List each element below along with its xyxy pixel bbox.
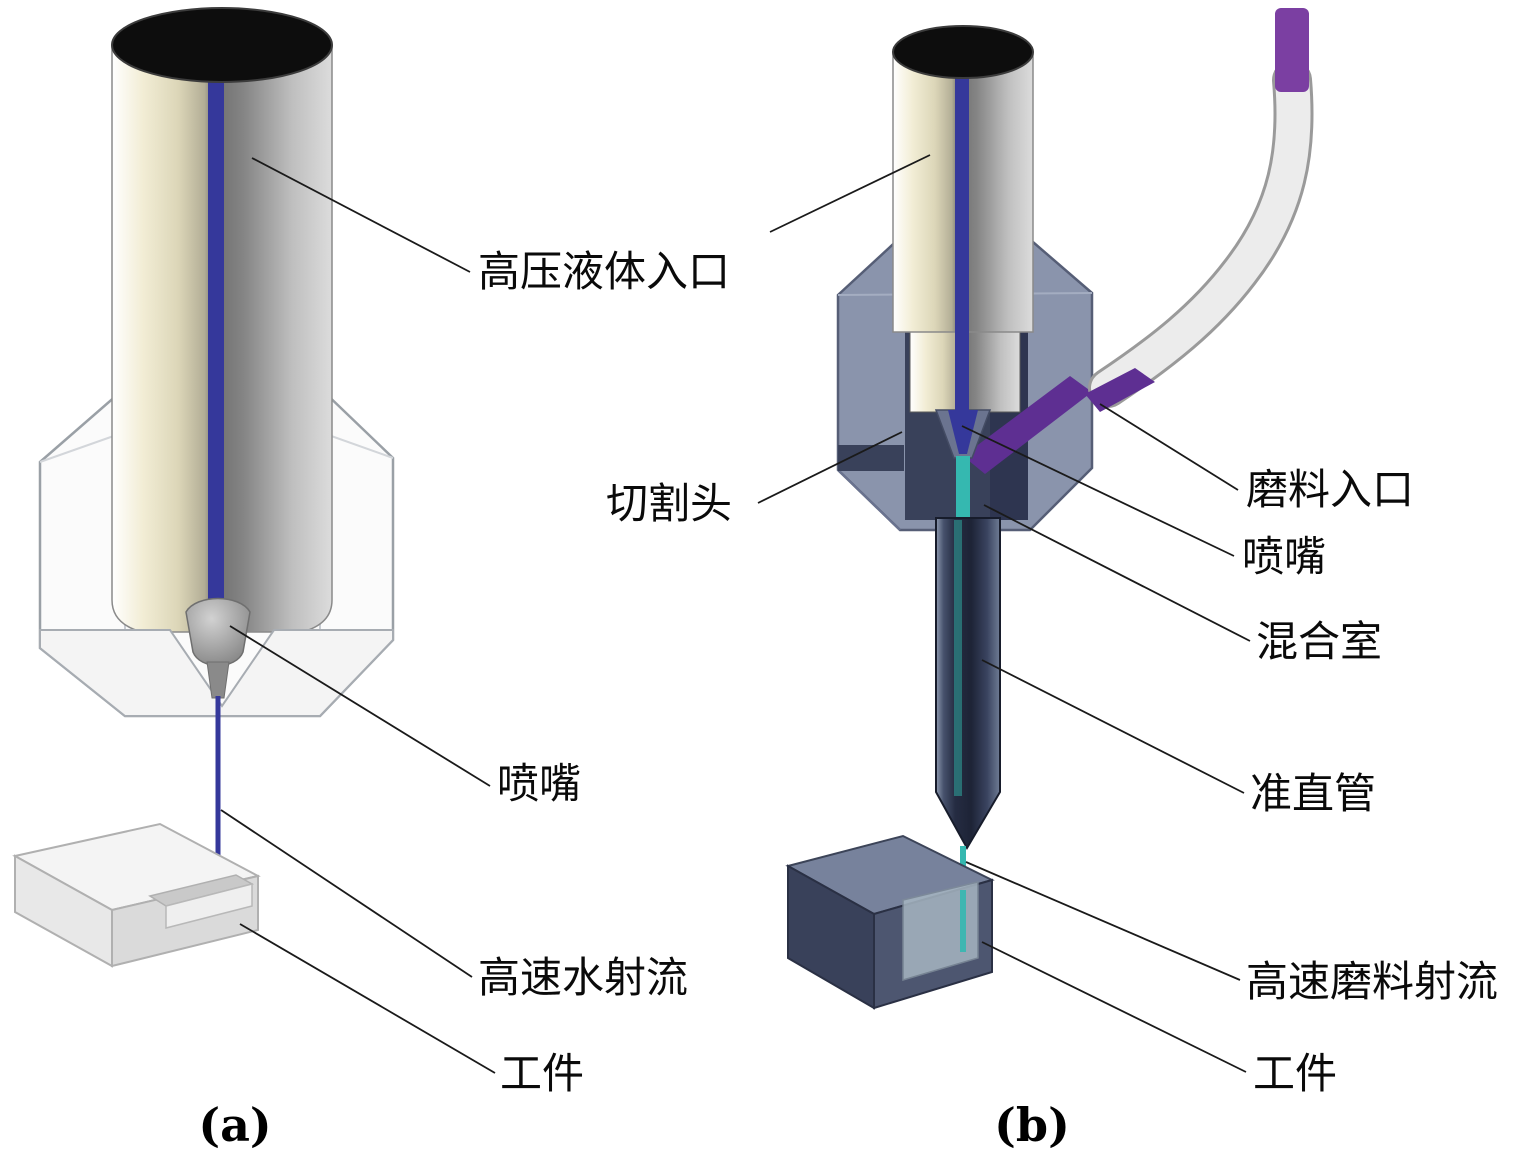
nozzle-tip-a — [206, 661, 230, 699]
label-abrasive-jet: 高速磨料射流 — [1246, 957, 1499, 1006]
caption-panel-a: (a) — [198, 1098, 272, 1152]
leader-b-nozzle — [961, 425, 1235, 557]
nozzle-a — [185, 597, 251, 667]
leader-a-workpiece — [239, 923, 496, 1074]
label-nozzle-a: 喷嘴 — [497, 759, 582, 808]
label-workpiece-b: 工件 — [1253, 1049, 1338, 1098]
leader-b-workpiece — [981, 941, 1247, 1073]
workpiece-b-cut — [902, 881, 979, 982]
leader-a-inlet — [251, 157, 471, 273]
abrasive-tube-tip — [1275, 8, 1309, 92]
leader-b-cutting-head — [757, 431, 903, 504]
leader-a-jet — [220, 809, 473, 978]
abrasive-tube-b — [1091, 63, 1311, 405]
collar-chamfer-left — [39, 431, 126, 463]
label-collimating-tube: 准直管 — [1250, 769, 1377, 818]
leader-b-collimating — [981, 659, 1245, 794]
water-channel-b-front — [955, 52, 969, 334]
label-cutting-head: 切割头 — [606, 479, 733, 528]
leader-b-mixing — [983, 504, 1251, 642]
caption-panel-b: (b) — [994, 1098, 1070, 1152]
abrasive-tube-entry — [1085, 368, 1155, 412]
leaders-b — [757, 154, 1251, 1073]
leader-a-nozzle — [229, 625, 491, 787]
label-mixing-chamber: 混合室 — [1256, 617, 1383, 666]
label-water-jet: 高速水射流 — [478, 953, 689, 1002]
abrasive-channel-b — [963, 376, 1092, 474]
panel-b-assembly — [757, 8, 1314, 1073]
mixing-chamber-b — [956, 456, 970, 522]
label-high-pressure-inlet: 高压液体入口 — [478, 247, 731, 296]
workpiece-a — [12, 822, 261, 968]
water-jet-a — [215, 696, 221, 932]
collimating-tube-b — [935, 517, 1001, 851]
collar-front-a — [39, 629, 394, 717]
leaders-a — [220, 157, 496, 1074]
cylinder-cap-a — [111, 7, 333, 83]
label-workpiece-a: 工件 — [500, 1049, 585, 1098]
panel-a-assembly — [12, 7, 496, 1074]
water-channel-a — [208, 42, 224, 608]
head-edge-bl — [837, 469, 901, 531]
leader-b-abrasive-inlet — [1099, 403, 1239, 491]
collimating-inner-jet — [954, 520, 962, 796]
workpiece-b — [785, 834, 995, 1010]
nozzle-b-cone — [948, 410, 978, 454]
abrasive-jet-in-workpiece — [960, 890, 966, 952]
label-nozzle-b: 喷嘴 — [1242, 532, 1327, 581]
leader-b-inlet-hint — [769, 154, 931, 233]
workpiece-a-step — [165, 883, 253, 929]
label-abrasive-inlet: 磨料入口 — [1246, 465, 1415, 514]
cylinder-cap-b — [892, 25, 1034, 79]
leader-b-jet — [965, 861, 1241, 981]
